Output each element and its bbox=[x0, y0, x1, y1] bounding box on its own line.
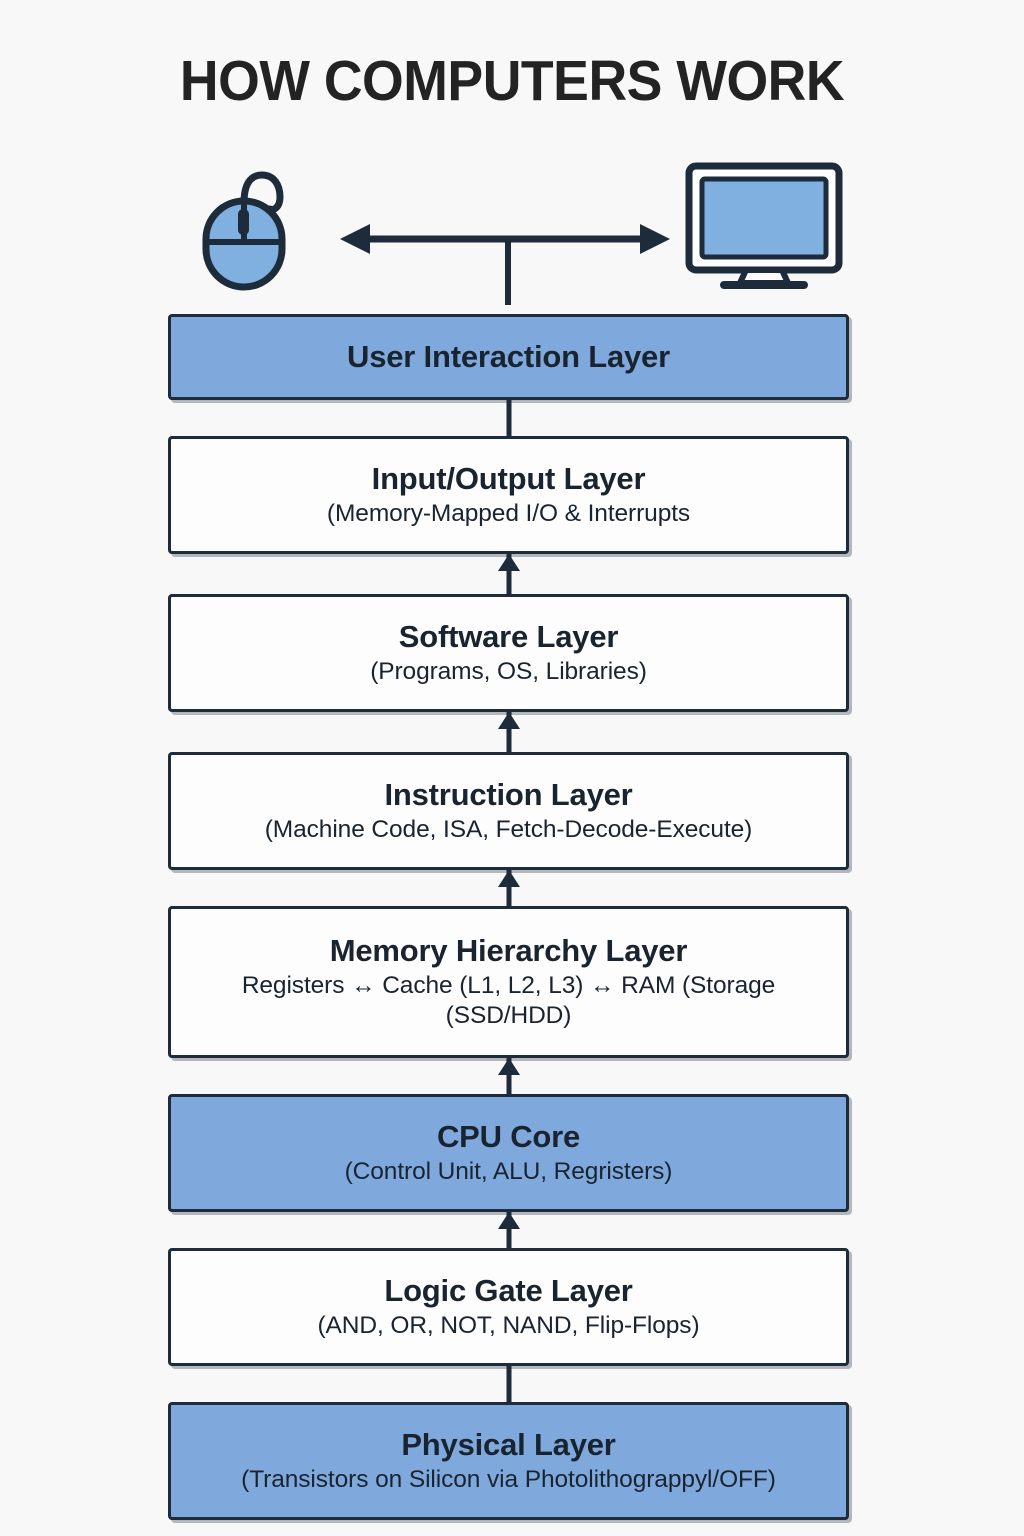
connector-line-7 bbox=[168, 1366, 849, 1402]
layer-title: Input/Output Layer bbox=[371, 460, 646, 496]
connector-arrow-6 bbox=[168, 1212, 849, 1248]
layer-subtitle: (Transistors on Silicon via Photolithogr… bbox=[241, 1466, 776, 1494]
layer-title: Software Layer bbox=[398, 618, 619, 654]
layer-title: CPU Core bbox=[436, 1118, 581, 1154]
page-title: HOW COMPUTERS WORK bbox=[179, 49, 845, 113]
layer-title: User Interaction Layer bbox=[347, 338, 670, 374]
arrow-up-icon bbox=[497, 870, 520, 887]
layer-box-user-interaction[interactable]: User Interaction Layer bbox=[168, 314, 849, 400]
connector-arrow-5 bbox=[168, 1058, 849, 1094]
layer-box-physical[interactable]: Physical Layer (Transistors on Silicon v… bbox=[168, 1402, 849, 1520]
layer-title: Physical Layer bbox=[401, 1426, 616, 1462]
layer-subtitle: Registers ↔ Cache (L1, L2, L3) ↔ RAM (St… bbox=[241, 972, 776, 1030]
monitor-icon bbox=[684, 161, 844, 296]
layer-subtitle: (Machine Code, ISA, Fetch-Decode-Execute… bbox=[264, 816, 753, 844]
layer-title: Logic Gate Layer bbox=[384, 1272, 633, 1308]
connector-stem bbox=[506, 870, 511, 906]
connector-arrow-2 bbox=[168, 554, 849, 594]
connector-stem bbox=[506, 554, 511, 594]
layer-stack: User Interaction Layer Input/Output Laye… bbox=[168, 314, 849, 1520]
double-headed-arrow-icon bbox=[340, 215, 670, 310]
layer-title: Memory Hierarchy Layer bbox=[329, 932, 688, 968]
layer-box-cpu-core[interactable]: CPU Core (Control Unit, ALU, Regristers) bbox=[168, 1094, 849, 1212]
peripheral-icon-row bbox=[0, 155, 1024, 305]
layer-title: Instruction Layer bbox=[384, 776, 633, 812]
connector-line-1 bbox=[168, 400, 849, 436]
layer-subtitle: (AND, OR, NOT, NAND, Flip-Flops) bbox=[317, 1312, 700, 1340]
connector-stem bbox=[506, 1366, 511, 1402]
connector-stem bbox=[506, 712, 511, 752]
layer-subtitle: (Memory-Mapped I/O & Interrupts bbox=[326, 500, 691, 528]
connector-arrow-3 bbox=[168, 712, 849, 752]
arrow-up-icon bbox=[497, 554, 520, 571]
layer-box-instruction[interactable]: Instruction Layer (Machine Code, ISA, Fe… bbox=[168, 752, 849, 870]
mouse-icon bbox=[188, 163, 308, 298]
arrow-up-icon bbox=[497, 712, 520, 729]
layer-box-logic-gate[interactable]: Logic Gate Layer (AND, OR, NOT, NAND, Fl… bbox=[168, 1248, 849, 1366]
connector-arrow-4 bbox=[168, 870, 849, 906]
layer-box-input-output[interactable]: Input/Output Layer (Memory-Mapped I/O & … bbox=[168, 436, 849, 554]
arrow-up-icon bbox=[497, 1212, 520, 1229]
arrow-up-icon bbox=[497, 1058, 520, 1075]
layer-subtitle: (Programs, OS, Libraries) bbox=[370, 658, 647, 686]
connector-stem bbox=[506, 1058, 511, 1094]
layer-box-memory-hierarchy[interactable]: Memory Hierarchy Layer Registers ↔ Cache… bbox=[168, 906, 849, 1058]
connector-stem bbox=[506, 400, 511, 436]
connector-stem bbox=[506, 1212, 511, 1248]
layer-box-software[interactable]: Software Layer (Programs, OS, Libraries) bbox=[168, 594, 849, 712]
layer-subtitle: (Control Unit, ALU, Regristers) bbox=[344, 1158, 673, 1186]
